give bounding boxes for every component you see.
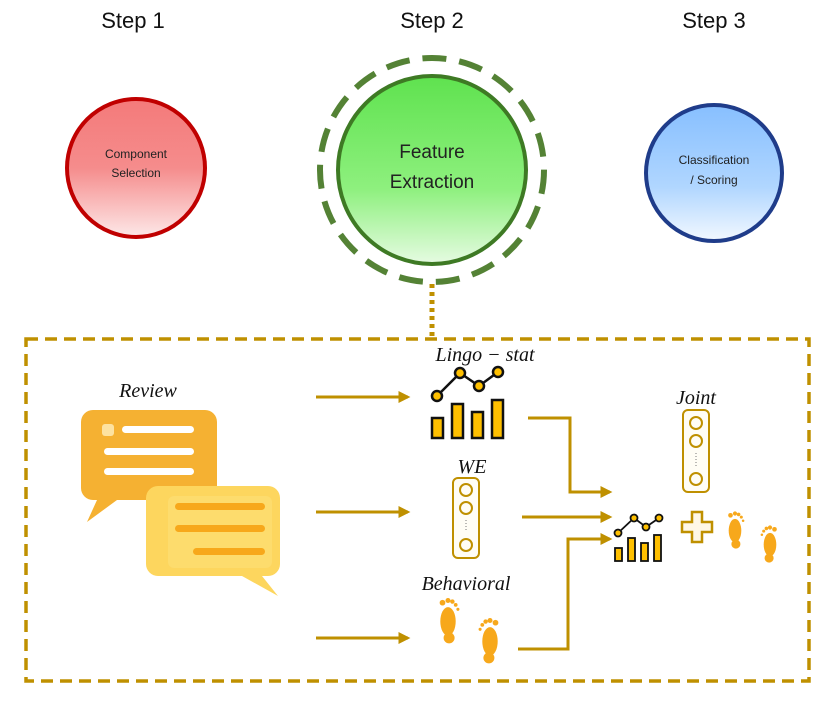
review-label: Review (118, 380, 177, 402)
step-3-circle (644, 103, 784, 243)
step-1-label-line-1: Component (105, 147, 168, 161)
lingo-stat-label: Lingo − stat (434, 344, 535, 366)
joint-footprints-icon (728, 511, 777, 563)
footprints-icon (439, 597, 499, 664)
joint-label: Joint (676, 387, 716, 409)
joint-vector-icon (682, 409, 710, 493)
arrow-lingo-to-joint (528, 416, 613, 498)
step-3-title: Step 3 (682, 8, 746, 33)
plus-icon (680, 510, 714, 544)
arrow-behavioral-to-joint (518, 533, 613, 651)
step-1-circle (65, 97, 207, 239)
step-2-circle (336, 74, 528, 266)
step-2-highlight-ring (317, 55, 547, 285)
joint-chart-icon (613, 513, 664, 562)
step-2-label-line-1: Feature (399, 142, 464, 163)
chat-bubbles-icon (81, 410, 280, 596)
step-2-title: Step 2 (400, 8, 464, 33)
step-3-label-line-1: Classification (679, 153, 750, 167)
step-1-label-line-2: Selection (111, 166, 160, 180)
we-label: WE (458, 456, 487, 478)
step-3-label-line-2: / Scoring (690, 173, 737, 187)
bar-line-chart-icon (430, 365, 505, 440)
embedding-vector-icon (452, 477, 480, 559)
step-1-title: Step 1 (101, 8, 165, 33)
step-2-label-line-2: Extraction (390, 172, 474, 193)
feature-extraction-detail-box (24, 337, 811, 683)
behavioral-label: Behavioral (422, 573, 511, 595)
